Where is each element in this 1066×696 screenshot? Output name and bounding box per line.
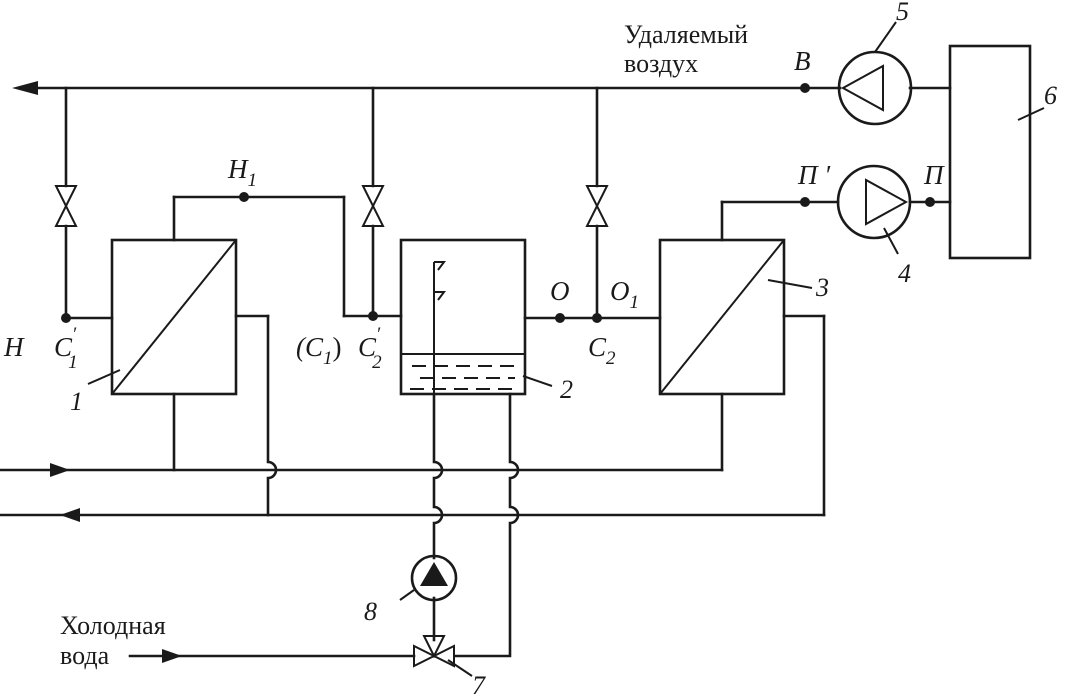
point-o1-dot (592, 313, 602, 323)
air-valve-middle[interactable] (361, 185, 385, 227)
point-o-label: O (550, 276, 570, 306)
point-h-label: H (3, 332, 25, 362)
water-supply-line (0, 392, 724, 477)
room-6 (948, 44, 1032, 260)
heat-exchanger-1 (110, 238, 238, 396)
humidifier-pump-loop (432, 392, 520, 658)
point-p-prime-label: П ′ (797, 160, 831, 190)
measurement-points (61, 83, 935, 323)
point-p-label: П (923, 160, 945, 190)
point-o-dot (555, 313, 565, 323)
point-c2-prime-label: C′2 (358, 324, 382, 373)
air-valve-right[interactable] (585, 185, 609, 227)
point-c1-prime-dot (61, 313, 71, 323)
exhaust-air-line (12, 81, 952, 95)
exhaust-fan-5 (837, 50, 913, 126)
cold-water-label-line1: Холодная (60, 611, 166, 640)
number-6: 6 (1044, 81, 1057, 110)
number-8: 8 (364, 597, 377, 626)
number-1: 1 (70, 387, 83, 416)
point-h1-dot (239, 192, 249, 202)
cold-water-inlet (128, 649, 416, 663)
point-p-dot (925, 197, 935, 207)
water-return-line (0, 314, 826, 522)
number-4: 4 (898, 259, 911, 288)
air-path-hx1-to-humidifier (172, 195, 403, 318)
supply-fan-4 (836, 164, 912, 240)
point-c1-prime-label: C′1 (54, 324, 78, 373)
point-h1-label: H1 (227, 154, 257, 191)
point-b-dot (800, 83, 810, 93)
number-5: 5 (896, 0, 909, 26)
number-3: 3 (815, 273, 829, 302)
point-c2-label: C2 (588, 332, 616, 369)
air-valve-left[interactable] (54, 185, 78, 227)
point-c1-paren-label: (C1) (296, 332, 342, 369)
exhaust-air-label-line1: Удаляемый (624, 20, 748, 49)
point-p-prime-dot (800, 197, 810, 207)
number-2: 2 (560, 375, 573, 404)
point-o1-label: O1 (610, 276, 639, 313)
leader-lines (87, 21, 1045, 677)
bypass-branch-left (64, 86, 114, 320)
air-path-hx3-to-fan4 (720, 200, 952, 242)
cold-water-label-line2: вода (60, 641, 110, 670)
point-b-label: B (794, 46, 811, 76)
point-c2-prime-dot (368, 311, 378, 321)
heat-exchanger-3 (658, 238, 786, 396)
number-7: 7 (472, 671, 486, 696)
humidifier-2 (399, 238, 527, 396)
pump-8 (410, 554, 458, 602)
exhaust-air-label-line2: воздух (624, 49, 698, 78)
